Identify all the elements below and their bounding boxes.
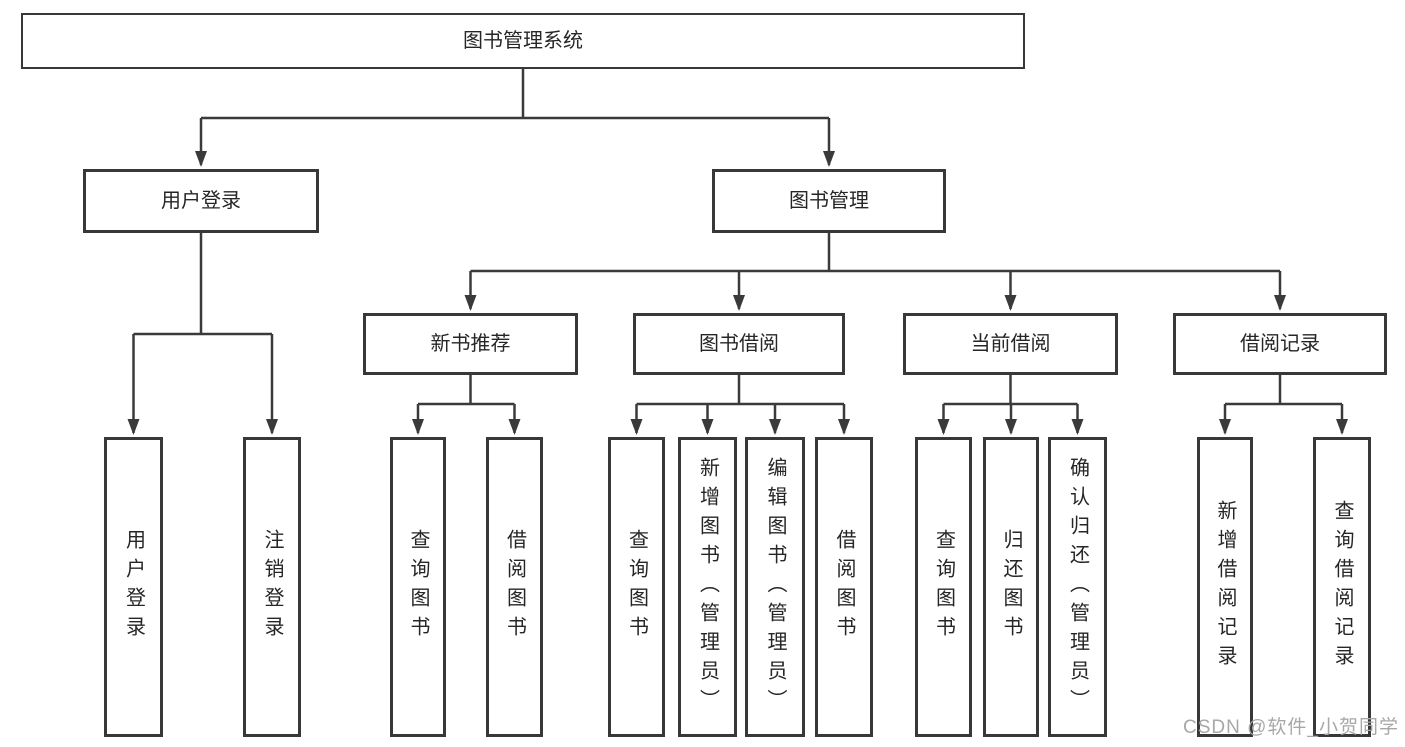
node-library-system: 图书管理系统 bbox=[21, 13, 1025, 69]
leaf-query-borrow-record: 查询借阅记录 bbox=[1313, 437, 1371, 737]
leaf-query-books-recommend: 查询图书 bbox=[390, 437, 446, 737]
csdn-watermark: CSDN @软件_小贺同学 bbox=[1183, 717, 1399, 738]
leaf-add-books-admin: 新增图书（管理员） bbox=[678, 437, 737, 737]
leaf-query-books-borrowing: 查询图书 bbox=[608, 437, 665, 737]
leaf-query-books-current: 查询图书 bbox=[915, 437, 972, 737]
node-new-book-recommend: 新书推荐 bbox=[363, 313, 578, 375]
leaf-edit-books-admin: 编辑图书（管理员） bbox=[745, 437, 805, 737]
leaf-confirm-return-admin: 确认归还（管理员） bbox=[1048, 437, 1107, 737]
leaf-borrow-books-recommend: 借阅图书 bbox=[486, 437, 543, 737]
node-current-borrowing: 当前借阅 bbox=[903, 313, 1118, 375]
leaf-logout: 注销登录 bbox=[243, 437, 301, 737]
leaf-user-login: 用户登录 bbox=[104, 437, 163, 737]
node-user-login: 用户登录 bbox=[83, 169, 319, 233]
node-borrow-records: 借阅记录 bbox=[1173, 313, 1387, 375]
leaf-borrow-books-borrowing: 借阅图书 bbox=[815, 437, 873, 737]
node-book-management: 图书管理 bbox=[712, 169, 946, 233]
node-book-borrowing: 图书借阅 bbox=[633, 313, 845, 375]
leaf-add-borrow-record: 新增借阅记录 bbox=[1197, 437, 1253, 737]
leaf-return-books: 归还图书 bbox=[983, 437, 1039, 737]
